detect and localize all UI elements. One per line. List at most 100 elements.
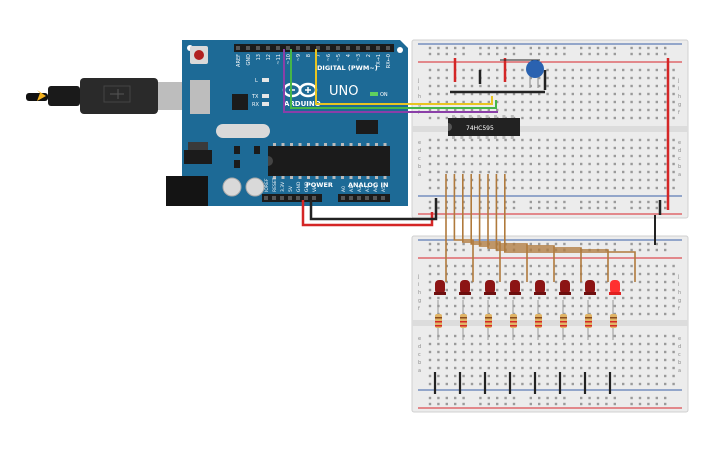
wire-purple-clock[interactable] — [283, 49, 498, 113]
header-pin[interactable] — [316, 46, 320, 50]
usb-port — [190, 80, 210, 114]
analog-in-label: ANALOG IN — [348, 181, 388, 189]
row-letter: e — [418, 140, 421, 146]
wire-brown-output[interactable] — [504, 174, 636, 282]
power-pin[interactable] — [312, 196, 316, 200]
decoupling-capacitor[interactable] — [526, 60, 544, 88]
analog-header — [338, 194, 390, 202]
led-tx-label: TX — [251, 94, 259, 100]
on-label: ON — [380, 92, 388, 98]
power-pin[interactable] — [272, 196, 276, 200]
led-lit[interactable] — [610, 280, 620, 294]
wire-brown-output[interactable] — [478, 174, 555, 282]
board-capacitor-2 — [245, 177, 265, 197]
led[interactable] — [435, 280, 445, 294]
analog-pin[interactable] — [357, 196, 361, 200]
digital-pin-label: 12 — [266, 54, 272, 60]
atmega328-chip — [268, 146, 390, 176]
led[interactable] — [510, 280, 520, 294]
analog-pin[interactable] — [365, 196, 369, 200]
usb-cable-tip — [37, 90, 46, 101]
row-letter: d — [418, 344, 421, 350]
header-pin[interactable] — [376, 46, 380, 50]
header-pin[interactable] — [366, 46, 370, 50]
digital-pin-label: ~11 — [276, 54, 282, 65]
row-letter: j — [677, 274, 679, 280]
power-pin[interactable] — [296, 196, 300, 200]
shift-register-chip[interactable]: 74HC595 — [448, 115, 520, 139]
chip-74hc595-body — [448, 118, 520, 136]
row-letter: e — [678, 140, 681, 146]
digital-pin-label: ~5 — [336, 54, 342, 61]
header-pin[interactable] — [326, 46, 330, 50]
led[interactable] — [460, 280, 470, 294]
header-pin[interactable] — [256, 46, 260, 50]
wire-green-latch[interactable] — [290, 49, 497, 109]
voltage-regulator — [184, 150, 212, 164]
led[interactable] — [560, 280, 570, 294]
led-rx-label: RX — [252, 102, 259, 108]
header-pin[interactable] — [346, 46, 350, 50]
resistor-array — [435, 300, 617, 340]
header-pin[interactable] — [286, 46, 290, 50]
row-letter: b — [418, 164, 421, 170]
header-pin[interactable] — [276, 46, 280, 50]
led-tx-indicator — [262, 94, 269, 98]
row-letter: e — [418, 336, 421, 342]
usb-cable-strain — [48, 86, 80, 106]
header-pin[interactable] — [336, 46, 340, 50]
digital-pin-label: ~6 — [326, 54, 332, 61]
led[interactable] — [535, 280, 545, 294]
digital-pin-label: TX→1 — [376, 54, 382, 69]
analog-pin[interactable] — [381, 196, 385, 200]
row-letter: i — [418, 282, 419, 288]
digital-pin-label: RX←0 — [386, 54, 392, 68]
bb2-center-channel — [412, 320, 688, 326]
header-pin[interactable] — [306, 46, 310, 50]
header-pin[interactable] — [236, 46, 240, 50]
wire-yellow-data[interactable] — [315, 49, 493, 105]
digital-pin-label: ~9 — [296, 54, 302, 61]
chip-label: 74HC595 — [466, 125, 494, 132]
row-letter: a — [418, 172, 421, 178]
power-pin-label: GND — [296, 181, 302, 192]
analog-pin[interactable] — [373, 196, 377, 200]
wire-brown-output[interactable] — [495, 174, 609, 282]
wire-brown-output[interactable] — [462, 174, 501, 282]
digital-pin-label: 2 — [366, 54, 372, 57]
power-pin[interactable] — [280, 196, 284, 200]
header-pin[interactable] — [266, 46, 270, 50]
row-letter: c — [418, 352, 421, 358]
header-pin[interactable] — [246, 46, 250, 50]
wire-black-gnd[interactable] — [309, 198, 438, 221]
power-pin[interactable] — [264, 196, 268, 200]
power-pin-label: Vin — [312, 185, 318, 192]
analog-pin-label: A2 — [357, 186, 363, 192]
analog-pin[interactable] — [349, 196, 353, 200]
row-letter: e — [678, 336, 681, 342]
led[interactable] — [585, 280, 595, 294]
row-letter: d — [678, 148, 681, 154]
row-letter: a — [678, 172, 681, 178]
header-pin[interactable] — [356, 46, 360, 50]
row-letter: h — [418, 94, 421, 100]
power-pin[interactable] — [288, 196, 292, 200]
usb-plug-body — [80, 78, 158, 114]
power-pin[interactable] — [304, 196, 308, 200]
digital-pin-label: 8 — [306, 54, 312, 57]
row-letter: b — [418, 360, 421, 366]
icsp-header — [356, 120, 378, 134]
wires-shift-register-to-leds — [445, 174, 636, 282]
analog-pin[interactable] — [341, 196, 345, 200]
digital-pin-label: 13 — [256, 54, 262, 60]
header-pin[interactable] — [296, 46, 300, 50]
wire-brown-output[interactable] — [487, 174, 582, 282]
wire-brown-output[interactable] — [470, 174, 528, 282]
header-pin[interactable] — [386, 46, 390, 50]
led-l-indicator — [262, 78, 269, 82]
power-pin-label: 3.3V — [280, 181, 286, 192]
wire-brown-output[interactable] — [453, 174, 474, 282]
led[interactable] — [485, 280, 495, 294]
